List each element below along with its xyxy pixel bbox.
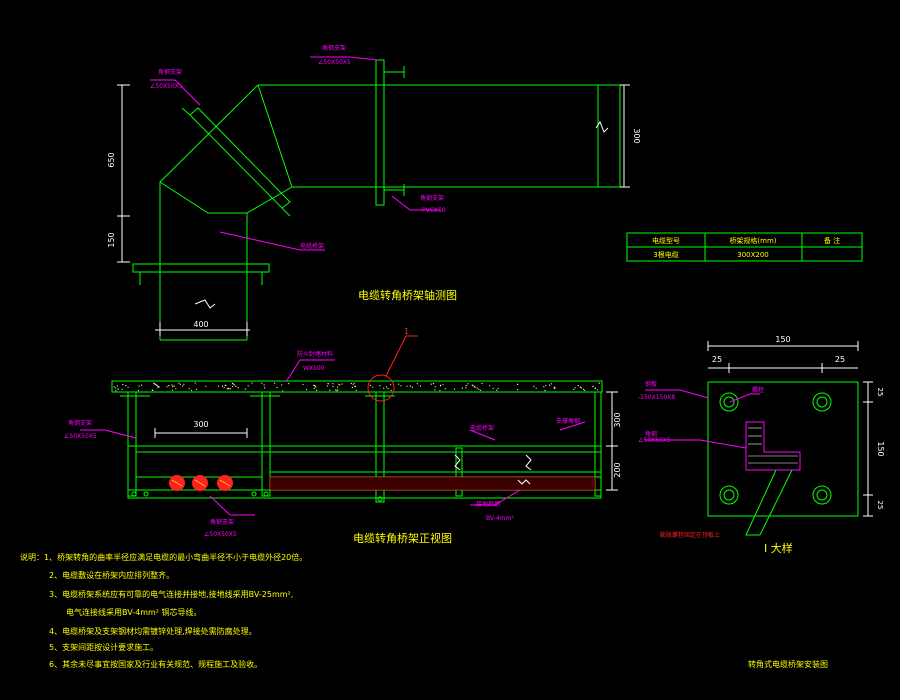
detail-plate [707,381,859,517]
notes-item-2: 2、电缆敷设在桥架内应排列整齐。 [49,570,174,580]
detail-label-angle-spec: ∠50X50X5 [638,437,671,444]
cover-slab-hatch [113,382,600,392]
table-cell-size: 300X200 [737,251,769,259]
vertical-support-frame [375,59,385,206]
plan-vertical-upper-dim: 650 [107,152,116,167]
cables [169,475,233,491]
front-label-ground-spec: BV-4mm² [486,515,514,522]
table-header-size: 桥架规格(mm) [729,236,776,245]
front-label-bottom-support: 角钢支架 [210,518,234,526]
spec-table: 电缆型号 桥架规格(mm) 备 注 3根电缆 300X200 [626,232,863,262]
front-label-left-support-spec: ∠50X50X5 [64,433,97,440]
detail-label-plate-spec: -150X150X8 [638,394,675,401]
front-label-right: 支撑角钢 [556,417,580,425]
notes: 说明：1、桥架转角的曲率半径应满足电缆的最小弯曲半径不小于电缆外径20倍。 2、… [20,552,307,669]
detail-label-bolt: 螺栓 [752,386,764,394]
front-label-cover: 防火封堵材料 [297,350,333,358]
front-view [80,335,618,516]
label-angle-steel-left-spec: ∠50X50X5 [150,83,183,90]
table-cell-cable: 3根电缆 [653,250,678,259]
front-label-bottom-support-spec: ∠50X50X5 [204,531,237,538]
detail-dim-right: 25 [835,355,845,364]
tray-diagonal-inner [257,84,293,188]
notes-heading: 说明：1、桥架转角的曲率半径应满足电缆的最小弯曲半径不小于电缆外径20倍。 [20,552,307,562]
diagonal-support-left [189,107,291,209]
table-header-cable: 电缆型号 [652,236,680,245]
label-angle-steel-right-spec: PVCX50 [422,207,446,214]
detail-label-plate: 钢板 [645,380,657,388]
front-dim-300: 300 [193,420,208,429]
label-angle-steel-top-spec: ∠50X50X5 [318,59,351,66]
notes-item-3: 3、电缆桥架系统应有可靠的电气连接并接地,接地线采用BV-25mm², [49,589,293,599]
detail-dim-side-top: 25 [876,388,884,397]
label-angle-steel-left: 角钢支架 [158,68,182,76]
plan-bottom-width-dim: 400 [193,320,208,329]
detail-dim-side-bottom: 25 [876,501,884,510]
detail-title: I 大样 [764,541,793,555]
detail-dim-top: 150 [775,335,790,344]
drawing-title: 转角式电缆桥架安装图 [748,659,828,669]
detail-callout-circle [367,374,395,402]
front-label-ground: 接地扁钢 [476,500,500,508]
front-dim-height-top: 300 [613,412,622,427]
tray-right-end [597,84,621,188]
front-callout-marker: 1 [404,327,409,336]
detail-view [645,341,873,536]
notes-item-5: 5、支架间距按设计要求施工。 [49,642,158,652]
detail-dim-side: 150 [876,441,885,456]
label-angle-steel-top: 角钢支架 [322,44,346,52]
detail-label-diag-note: 膨胀螺栓固定在顶板上 [660,531,720,539]
plan-right-height-dim: 300 [632,128,641,143]
cover-slab [111,380,603,393]
front-view-title: 电缆转角桥架正视图 [353,531,452,545]
plan-vertical-lower-dim: 150 [107,232,116,247]
front-label-middle: 电缆桥架 [470,424,494,432]
notes-item-3b: 电气连接线采用BV-4mm² 铜芯导线。 [66,607,202,617]
front-label-cover-spec: WX100 [303,365,325,372]
detail-label-angle: 角钢 [645,430,657,438]
table-header-remark: 备 注 [824,236,840,245]
notes-item-4: 4、电缆桥架及支架钢材均需镀锌处理,焊接处需防腐处理。 [49,626,257,636]
bottom-support-frame [132,263,270,273]
label-angle-steel-right: 角钢支架 [420,194,444,202]
detail-angle-steel [745,421,801,471]
detail-dim-left: 25 [712,355,722,364]
label-tray-body: 电缆桥架 [300,242,324,250]
front-dim-height-bottom: 200 [613,462,622,477]
plan-view [117,56,630,341]
notes-item-6: 6、其余未尽事宜按国家及行业有关规范、规程施工及验收。 [49,659,262,669]
plan-view-title: 电缆转角桥架轴测图 [358,288,457,302]
front-label-left-support: 角钢支架 [68,419,92,427]
